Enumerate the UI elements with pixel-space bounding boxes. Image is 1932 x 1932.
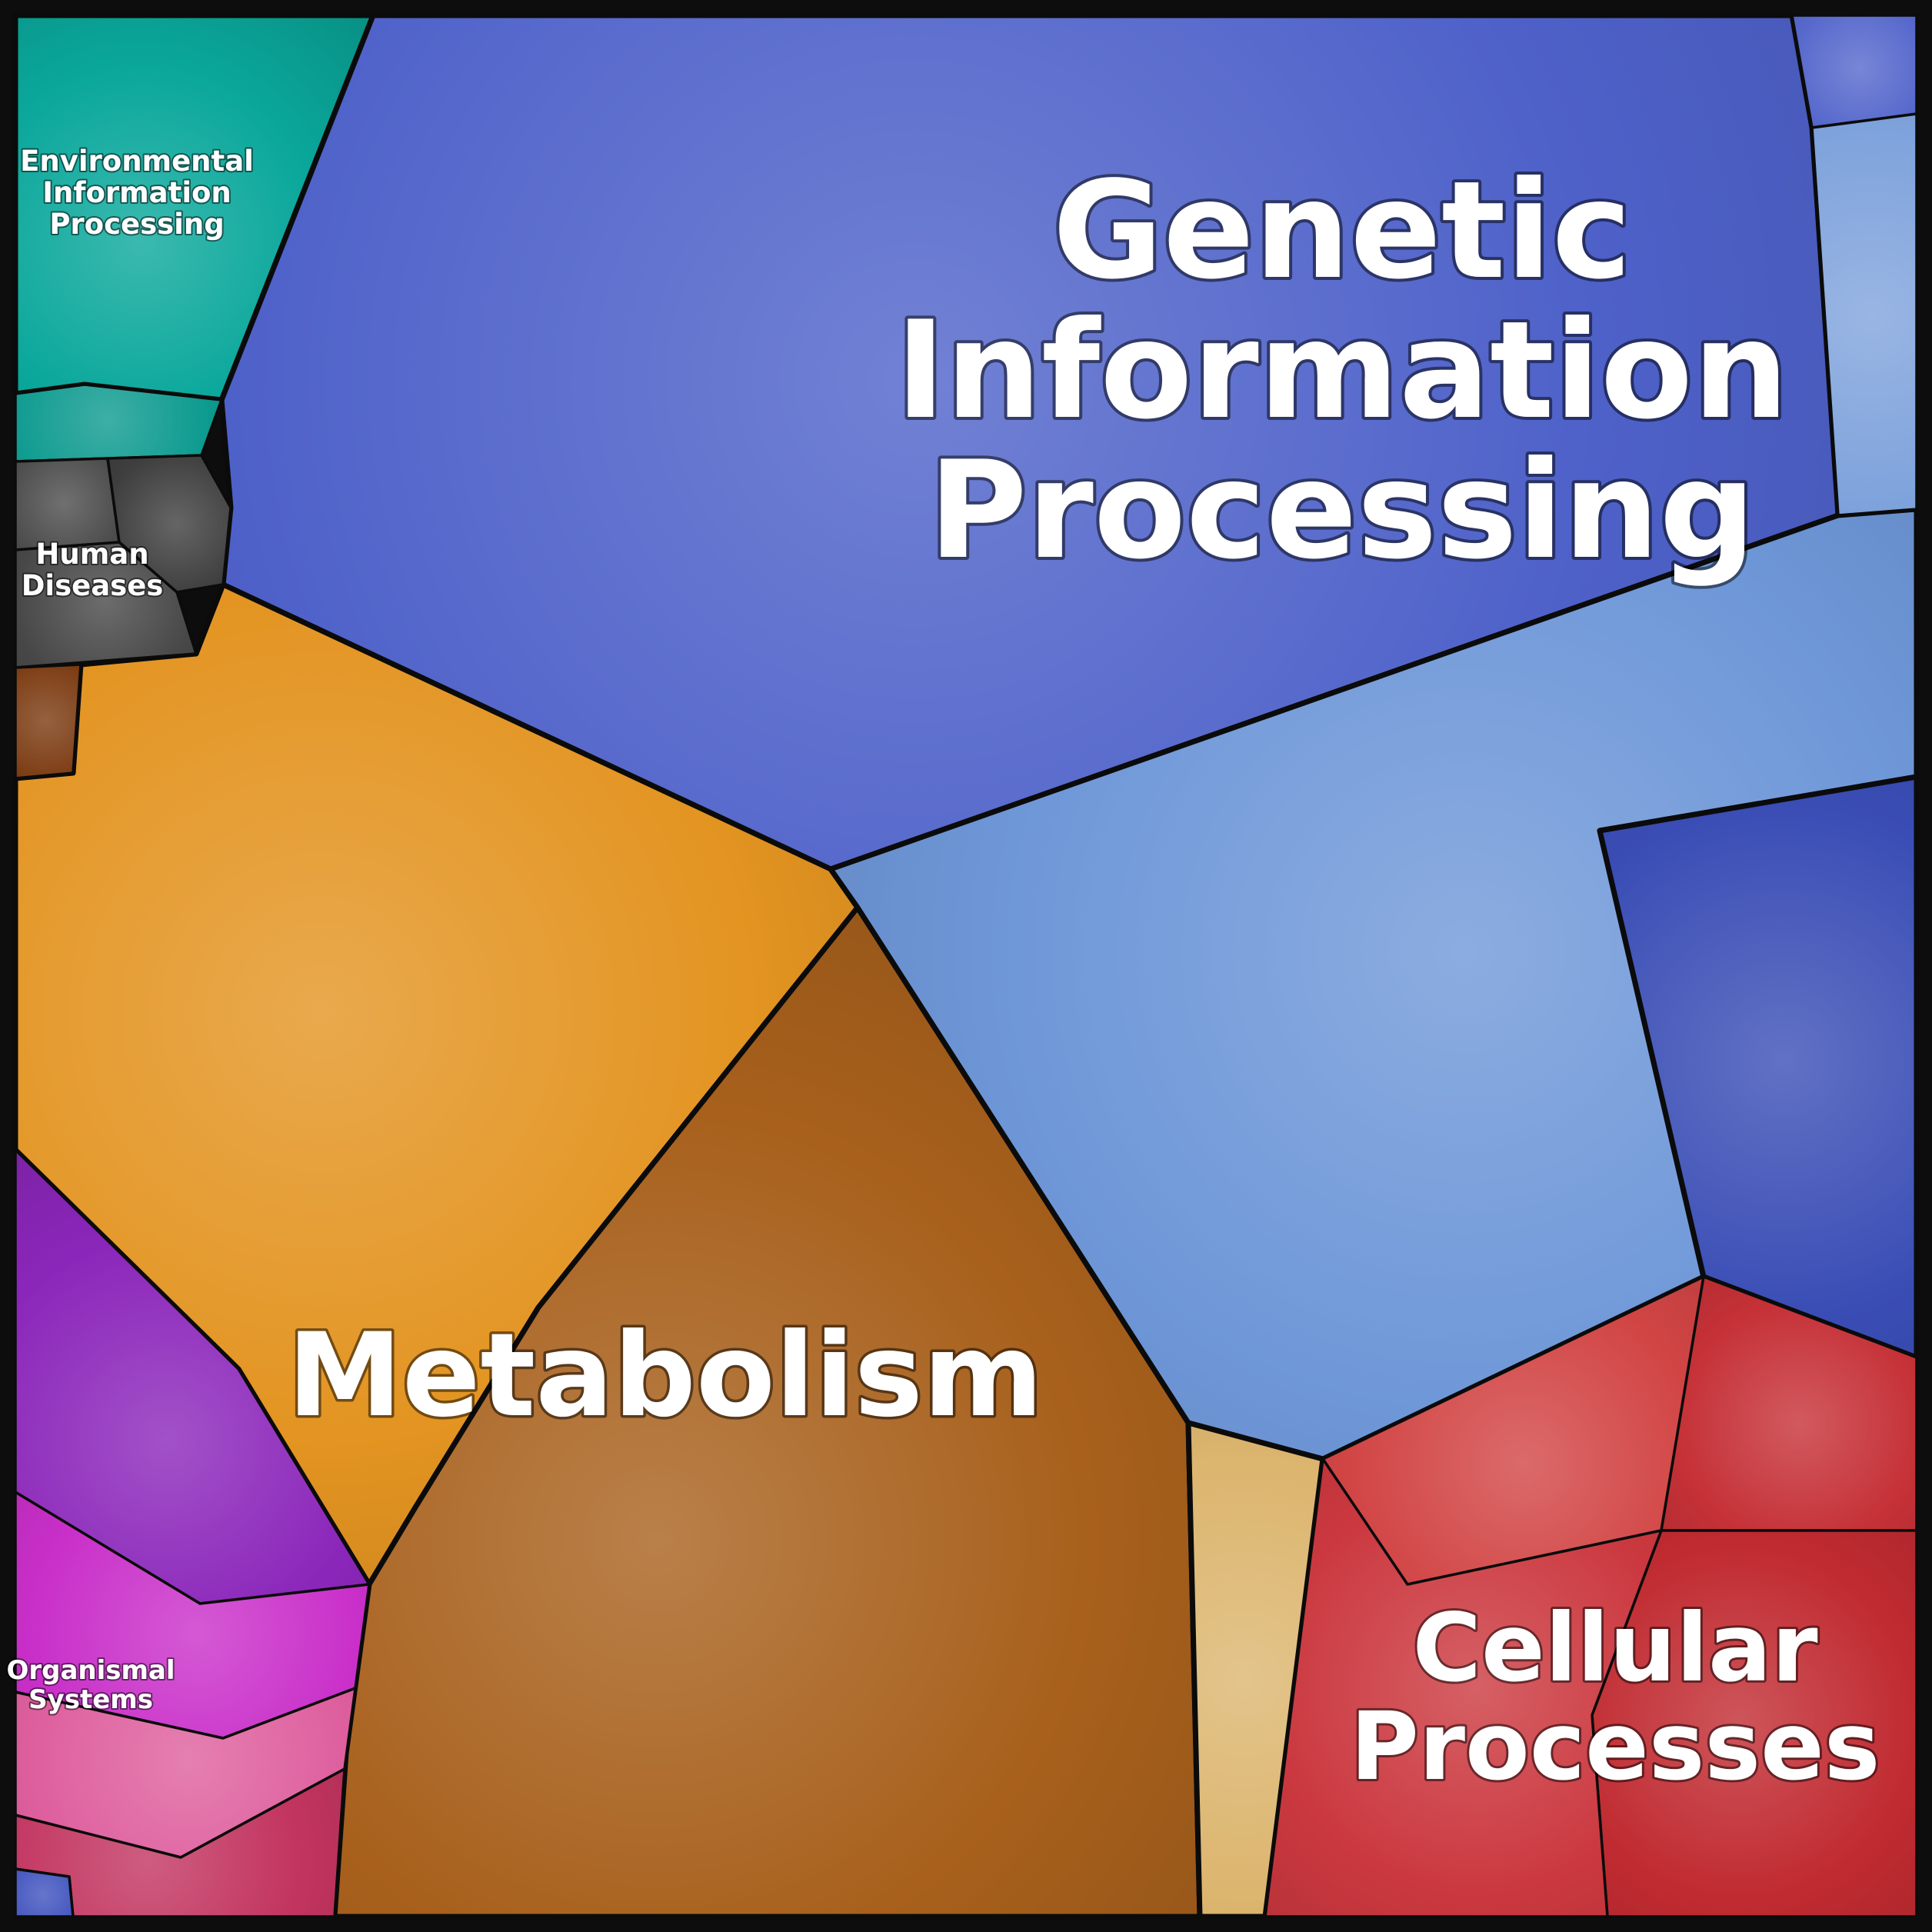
label-cellular-line-0: Cellular [1412, 1594, 1817, 1703]
label-env-info-line-2: Processing [49, 208, 224, 241]
label-organismal-line-0: Organismal [6, 1655, 175, 1686]
cell-organismal-5[interactable] [14, 1867, 75, 1918]
cell-misc-brown-sliver[interactable] [14, 663, 82, 780]
label-metabolism: Metabolism [288, 1309, 1044, 1443]
label-env-info-line-1: Information [42, 176, 232, 209]
label-genetic-line-0: Genetic [1053, 153, 1632, 309]
cell-genetic-corner[interactable] [1790, 14, 1918, 129]
label-genetic-line-1: Information [895, 293, 1788, 449]
cell-human-diseases-a[interactable] [14, 457, 121, 551]
label-genetic-line-2: Processing [928, 433, 1755, 589]
cell-genetic-right-strip[interactable] [1810, 112, 1918, 517]
label-cellular-line-1: Processes [1350, 1692, 1880, 1801]
cell-human-diseases-c[interactable] [14, 541, 198, 669]
label-organismal-line-1: Systems [28, 1684, 153, 1715]
label-env-info-line-0: Environmental [20, 145, 254, 178]
cell-cellular-4[interactable] [1264, 1457, 1663, 1918]
cell-env-info-b[interactable] [14, 383, 223, 463]
label-metabolism-line-0: Metabolism [288, 1309, 1044, 1443]
label-human-diseases-line-1: Diseases [22, 569, 164, 602]
label-human-diseases-line-0: Human [35, 538, 148, 571]
